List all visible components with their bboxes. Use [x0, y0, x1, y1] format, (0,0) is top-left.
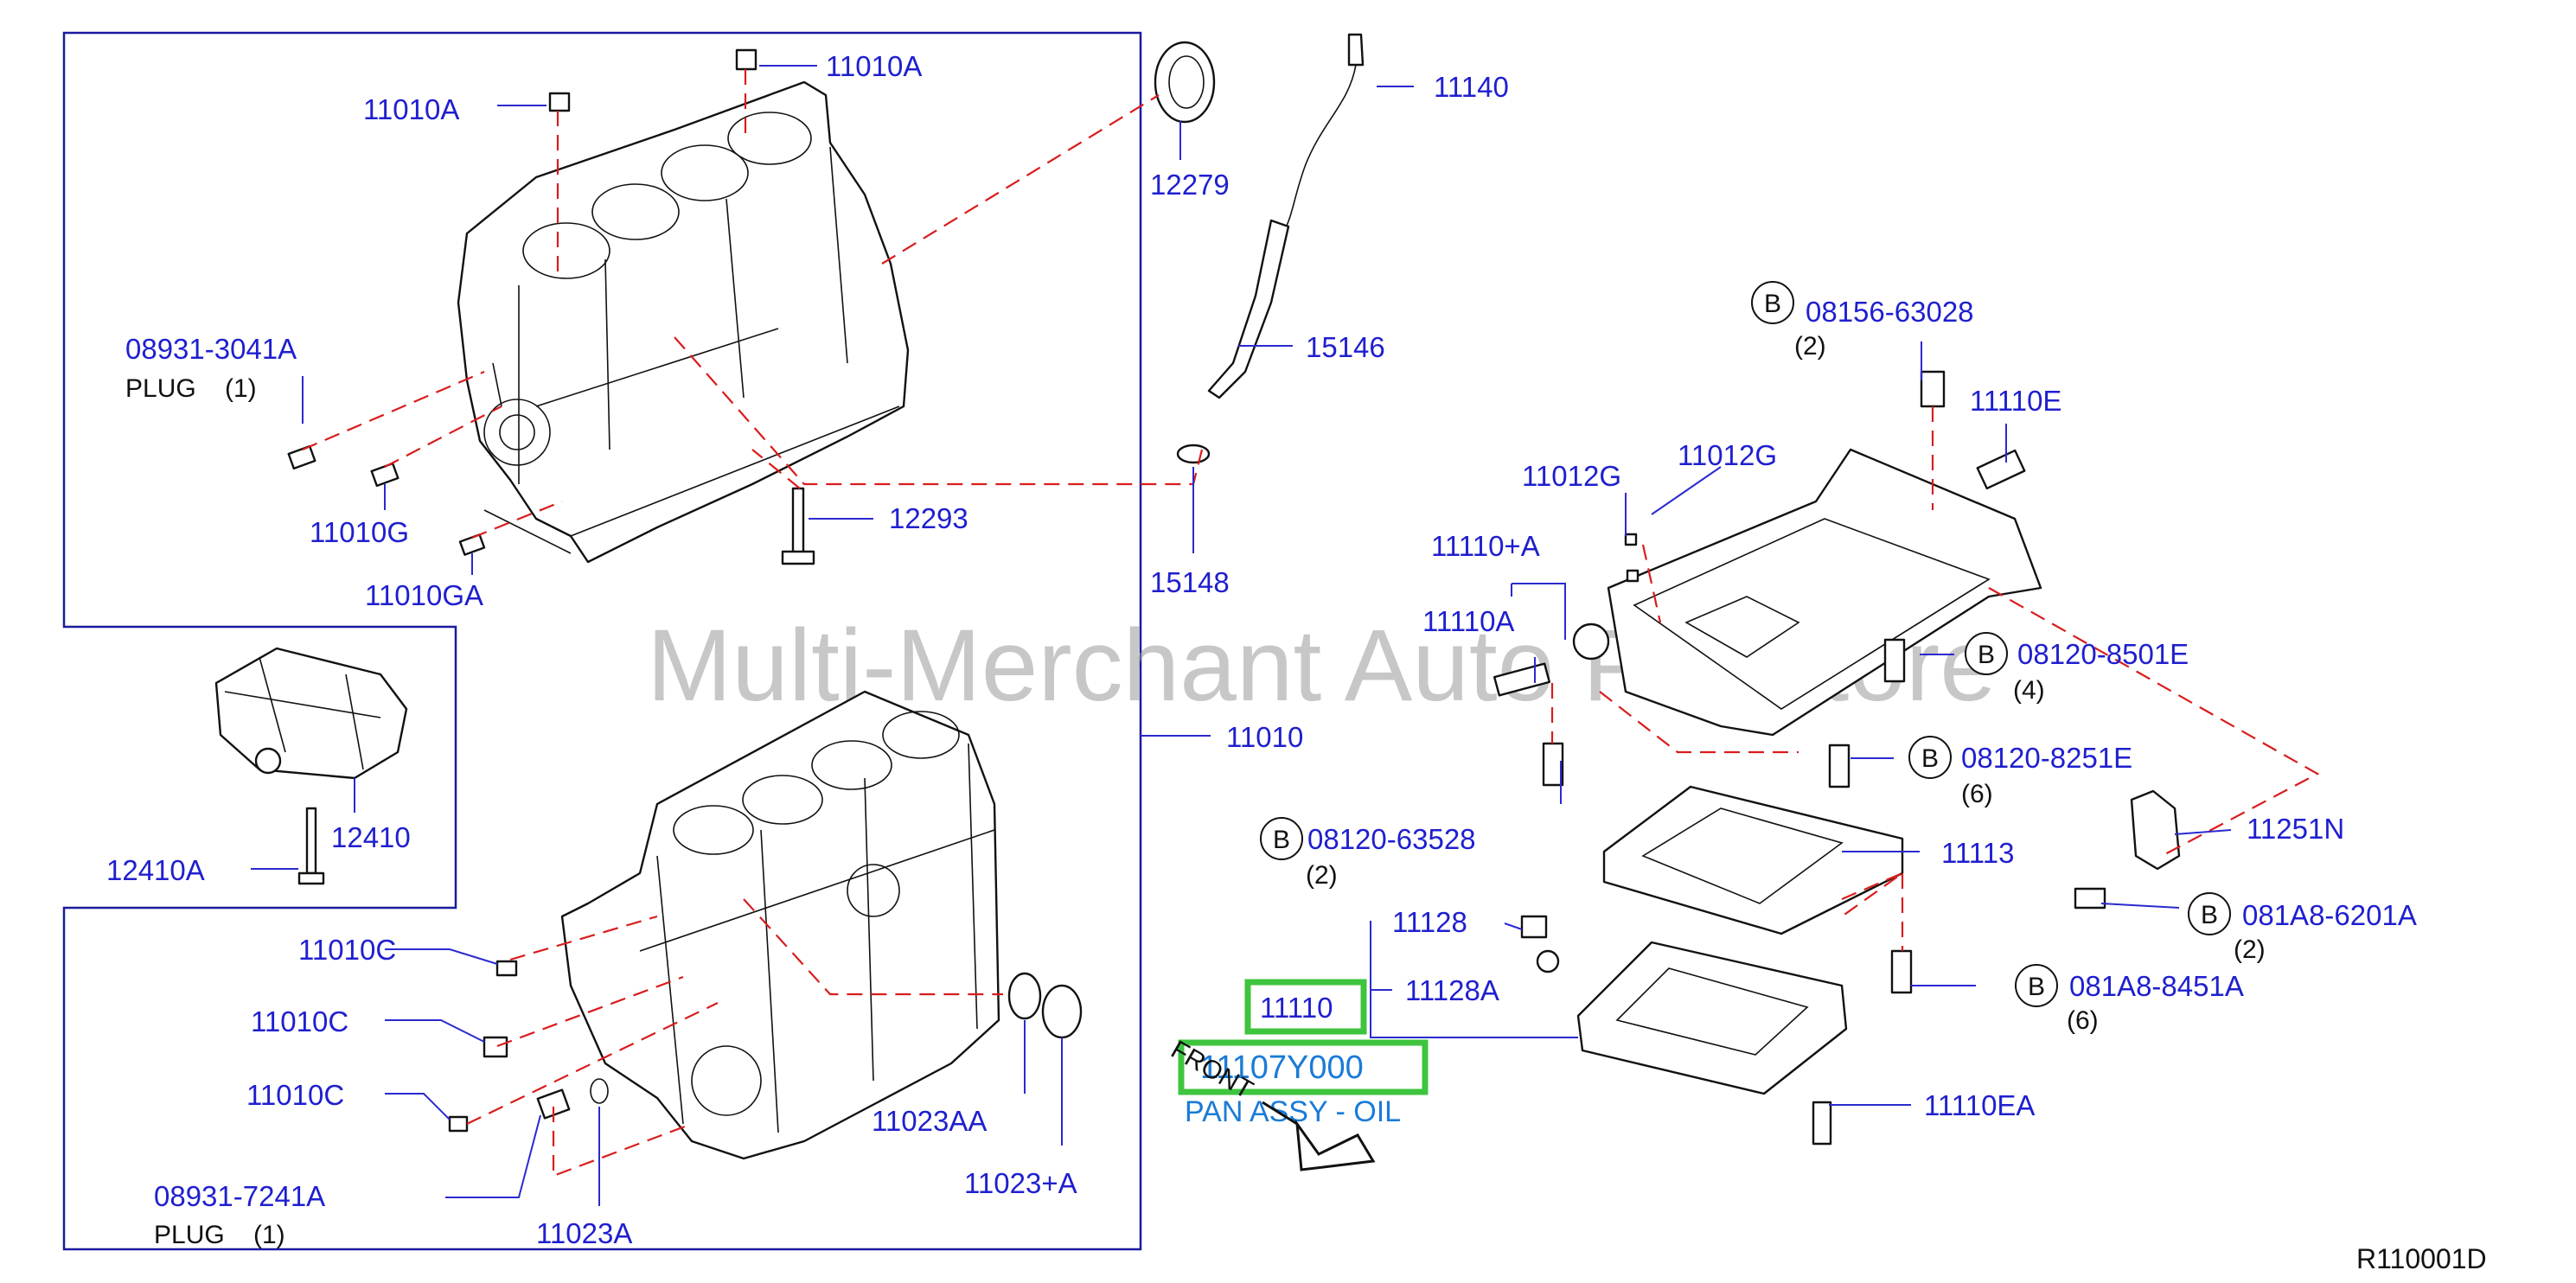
label-11010A-left[interactable]: 11010A — [363, 93, 459, 125]
label-qty-4: (4) — [2013, 676, 2045, 705]
b-marker-08120-8251E: B — [1921, 744, 1939, 773]
label-plug-top: PLUG — [125, 374, 196, 403]
highlighted-oil-pan[interactable]: 11110 11107Y000 PAN ASSY - OIL — [1178, 979, 1429, 1128]
b-marker-081A8-6201A: B — [2201, 901, 2218, 929]
b-marker-08120-63528: B — [1273, 826, 1290, 854]
label-15146[interactable]: 15146 — [1306, 331, 1385, 363]
label-11012G-1[interactable]: 11012G — [1522, 460, 1621, 492]
part-labels: 11010A 11010A 08931-3041A PLUG (1) 11010… — [106, 50, 2417, 1249]
label-08120-63528[interactable]: 08120-63528 — [1307, 823, 1476, 855]
label-081A8-8451A[interactable]: 081A8-8451A — [2069, 970, 2244, 1002]
cylinder-block-top[interactable] — [457, 80, 910, 564]
highlight-box-oem — [1178, 1039, 1429, 1095]
oil-pump-12410[interactable] — [214, 647, 408, 885]
rear-seal-12279[interactable] — [1154, 41, 1216, 124]
label-11110E[interactable]: 11110E — [1970, 385, 2061, 417]
label-11128[interactable]: 11128 — [1392, 906, 1467, 938]
cylinder-block-bottom[interactable] — [560, 690, 1000, 1160]
b-marker-08156: B — [1764, 290, 1781, 318]
bracket-11251N[interactable] — [2130, 789, 2181, 871]
oil-pan-upper[interactable] — [1493, 448, 2042, 737]
label-11010C-2[interactable]: 11010C — [251, 1005, 348, 1037]
diagram-code: R110001D — [2356, 1243, 2487, 1274]
label-plug-top-qty: (1) — [225, 374, 257, 403]
label-11128A[interactable]: 11128A — [1405, 974, 1499, 1006]
label-qty-6-b: (6) — [2067, 1006, 2099, 1035]
highlight-part-number[interactable]: 11110 — [1260, 992, 1333, 1024]
highlight-description: PAN ASSY - OIL — [1185, 1095, 1401, 1128]
label-qty-2-a: (2) — [1794, 332, 1826, 361]
label-plug-bottom-qty: (1) — [253, 1221, 285, 1249]
label-11113[interactable]: 11113 — [1941, 837, 2014, 869]
label-08120-8251E[interactable]: 08120-8251E — [1961, 742, 2132, 774]
label-08120-8501E[interactable]: 08120-8501E — [2017, 638, 2189, 670]
b-marker-08120-8501E: B — [1978, 641, 1995, 669]
oil-pan-lower-11110[interactable] — [1576, 941, 1848, 1095]
label-11023A[interactable]: 11023A — [536, 1217, 632, 1249]
label-11010A-top[interactable]: 11010A — [826, 50, 922, 82]
label-11010G[interactable]: 11010G — [310, 516, 409, 548]
label-11010GA[interactable]: 11010GA — [365, 579, 483, 611]
label-11023AA[interactable]: 11023AA — [872, 1105, 987, 1137]
label-qty-6-a: (6) — [1961, 780, 1993, 808]
label-11251N[interactable]: 11251N — [2247, 813, 2344, 845]
label-qty-2-b: (2) — [1306, 861, 1338, 890]
frame-main — [62, 31, 1142, 1251]
label-11010C-3[interactable]: 11010C — [246, 1079, 344, 1111]
label-11110plusA[interactable]: 11110+A — [1431, 530, 1540, 562]
label-plug-bottom: PLUG — [154, 1221, 225, 1249]
label-08156-63028[interactable]: 08156-63028 — [1806, 296, 1974, 328]
assembly-dashed-lines — [302, 69, 2320, 1178]
highlight-box-11110 — [1244, 979, 1367, 1035]
leader-lines — [251, 65, 2232, 1206]
label-08931-7241A[interactable]: 08931-7241A — [154, 1180, 325, 1212]
front-arrow-icon — [1262, 1101, 1376, 1171]
label-11012G-2[interactable]: 11012G — [1678, 439, 1777, 471]
label-11010[interactable]: 11010 — [1226, 721, 1303, 753]
label-11110A[interactable]: 11110A — [1422, 605, 1514, 637]
label-12293[interactable]: 12293 — [889, 502, 968, 534]
label-11023plusA[interactable]: 11023+A — [964, 1167, 1077, 1199]
label-12410[interactable]: 12410 — [331, 821, 411, 853]
label-15148[interactable]: 15148 — [1150, 566, 1230, 598]
frame-group — [62, 31, 1211, 1251]
label-11140[interactable]: 11140 — [1434, 71, 1509, 103]
label-12279[interactable]: 12279 — [1150, 169, 1230, 201]
baffle-plate-11113[interactable] — [1602, 785, 1904, 935]
b-markers: B B B B B B — [1260, 281, 2231, 1007]
label-11110EA[interactable]: 11110EA — [1924, 1089, 2035, 1121]
plugs-left[interactable] — [287, 48, 1083, 1133]
label-08931-3041A[interactable]: 08931-3041A — [125, 333, 297, 365]
label-qty-2-c: (2) — [2234, 935, 2266, 964]
highlight-oem-number[interactable]: 11107Y000 — [1200, 1050, 1364, 1086]
label-12410A[interactable]: 12410A — [106, 854, 205, 886]
b-marker-081A8-8451A: B — [2028, 973, 2045, 1001]
label-081A8-6201A[interactable]: 081A8-6201A — [2242, 899, 2417, 931]
label-11010C-1[interactable]: 11010C — [298, 934, 396, 966]
